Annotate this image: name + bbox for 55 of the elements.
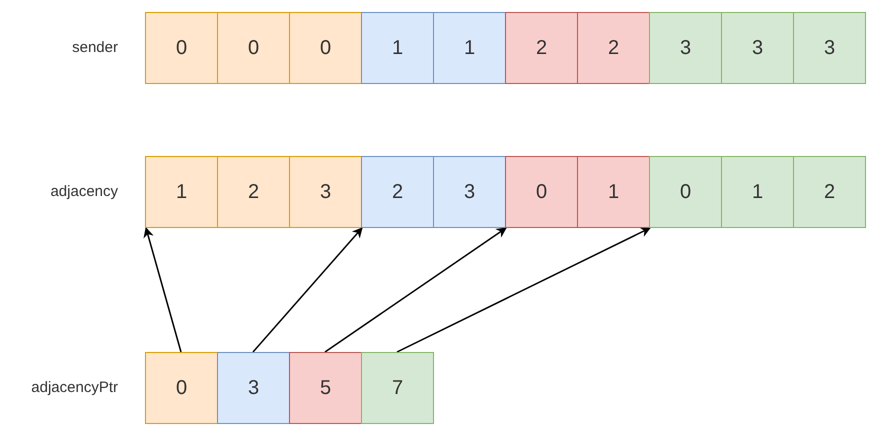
array-cell <box>577 156 650 228</box>
cell-value: 1 <box>464 36 476 60</box>
arrow <box>324 227 507 353</box>
cell-value: 0 <box>248 36 260 60</box>
cell-value: 2 <box>536 36 548 60</box>
cell-value: 3 <box>464 180 476 204</box>
cell-value: 1 <box>752 180 764 204</box>
array-cell <box>649 12 722 84</box>
cell-value: 2 <box>392 180 404 204</box>
array-cell <box>361 352 434 424</box>
arrow <box>396 227 651 353</box>
array-cell <box>721 12 794 84</box>
cell-value: 0 <box>176 36 188 60</box>
array-cell <box>505 156 578 228</box>
cell-value: 0 <box>176 376 188 400</box>
cell-value: 3 <box>248 376 260 400</box>
array-cell <box>145 156 218 228</box>
array-cell <box>289 12 362 84</box>
array-cell <box>505 12 578 84</box>
array-cell <box>433 156 506 228</box>
array-cell <box>361 156 434 228</box>
array-cell <box>217 156 290 228</box>
array-cell <box>289 352 362 424</box>
cell-value: 7 <box>392 376 404 400</box>
cell-value: 0 <box>680 180 692 204</box>
cell-value: 1 <box>392 36 404 60</box>
cell-value: 5 <box>320 376 332 400</box>
array-cell <box>361 12 434 84</box>
cell-value: 1 <box>176 180 188 204</box>
array-cell <box>721 156 794 228</box>
cell-value: 3 <box>320 180 332 204</box>
array-cell <box>793 12 866 84</box>
array-cell <box>217 12 290 84</box>
cell-value: 2 <box>608 36 620 60</box>
cell-value: 3 <box>752 36 764 60</box>
array-cell <box>793 156 866 228</box>
cell-value: 1 <box>608 180 620 204</box>
row-label: adjacency <box>50 183 118 200</box>
array-cell <box>289 156 362 228</box>
row-label: sender <box>72 39 118 56</box>
array-cell <box>217 352 290 424</box>
array-cell <box>145 352 218 424</box>
cell-value: 3 <box>824 36 836 60</box>
cell-value: 2 <box>248 180 260 204</box>
cell-value: 0 <box>536 180 548 204</box>
array-cell <box>433 12 506 84</box>
row-label: adjacencyPtr <box>31 379 118 396</box>
array-cell <box>577 12 650 84</box>
arrow <box>252 227 363 352</box>
cell-value: 0 <box>320 36 332 60</box>
cell-value: 3 <box>680 36 692 60</box>
array-cell <box>145 12 218 84</box>
cell-value: 2 <box>824 180 836 204</box>
array-cell <box>649 156 722 228</box>
arrow <box>144 227 182 352</box>
